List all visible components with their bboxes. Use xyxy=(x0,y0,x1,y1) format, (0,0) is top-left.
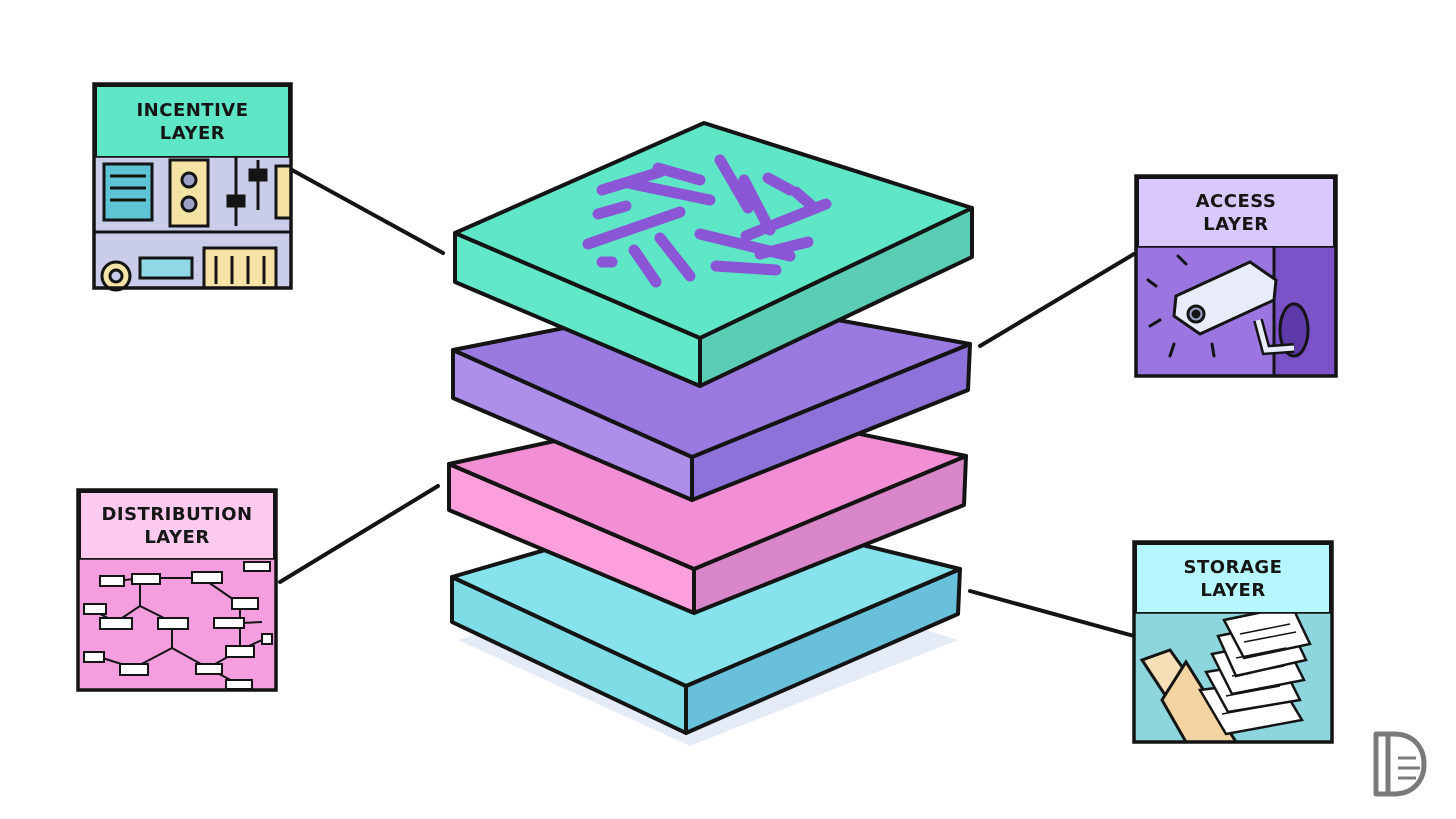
access-layer-label: ACCESS LAYER xyxy=(1136,176,1336,246)
distribution-label-line1: DISTRIBUTION xyxy=(101,503,253,525)
incentive-label-line2: LAYER xyxy=(159,122,226,144)
connector-access xyxy=(978,252,1136,348)
incentive-layer-label: INCENTIVE LAYER xyxy=(94,84,291,156)
artist-signature-logo-icon xyxy=(1373,731,1427,797)
weave-logo-icon xyxy=(582,154,832,288)
incentive-label-line1: INCENTIVE xyxy=(136,99,249,121)
storage-illustration xyxy=(1132,604,1334,744)
storage-label-line2: LAYER xyxy=(1200,579,1266,601)
connector-storage xyxy=(968,589,1136,638)
distribution-label-line2: LAYER xyxy=(144,526,210,548)
connector-distribution xyxy=(278,484,440,584)
distribution-layer-label: DISTRIBUTION LAYER xyxy=(78,490,276,558)
storage-label-line1: STORAGE xyxy=(1183,556,1283,578)
storage-layer-label: STORAGE LAYER xyxy=(1134,542,1332,612)
access-label-line1: ACCESS xyxy=(1195,190,1277,212)
camera-flash-marks xyxy=(1146,254,1216,358)
slab-top xyxy=(453,121,974,388)
connector-incentive xyxy=(290,168,445,255)
access-illustration xyxy=(1134,244,1338,378)
incentive-illustration xyxy=(92,154,293,292)
access-label-line2: LAYER xyxy=(1203,213,1269,235)
distribution-illustration xyxy=(76,556,278,692)
